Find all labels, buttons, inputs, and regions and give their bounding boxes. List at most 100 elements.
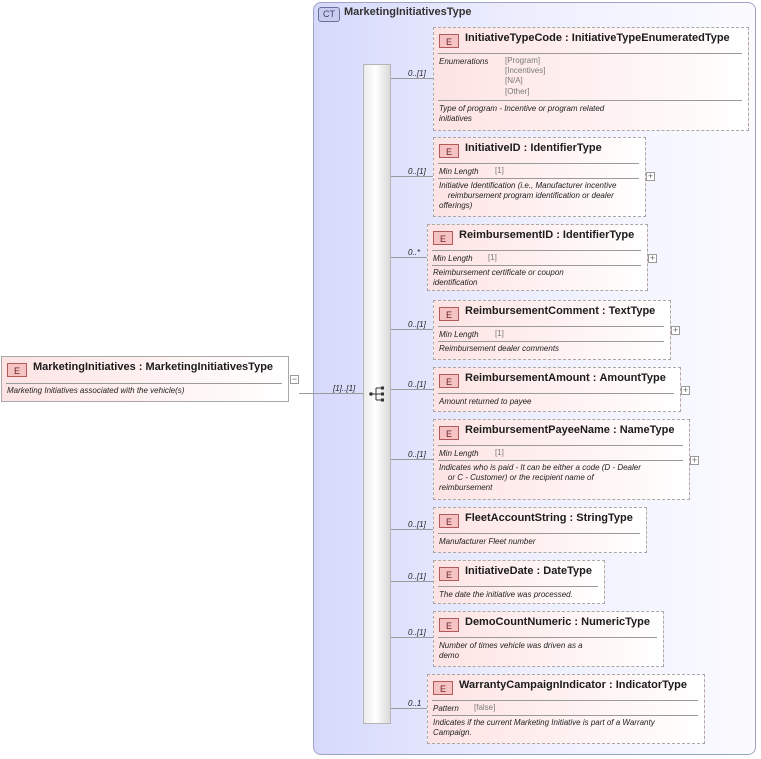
doc-line: Campaign.: [433, 728, 472, 737]
separator: [438, 533, 640, 534]
doc-line: offerings): [439, 201, 473, 210]
element-title: DemoCountNumeric : NumericType: [465, 616, 650, 628]
cardinality-label: 0..[1]: [408, 167, 426, 176]
doc-line: Indicates if the current Marketing Initi…: [433, 718, 655, 727]
enumeration-value: [Program]: [505, 56, 541, 65]
doc-line: reimbursement program identification or …: [439, 191, 614, 200]
element-box-warranty-campaign-indicator[interactable]: E WarrantyCampaignIndicator : IndicatorT…: [427, 674, 705, 744]
element-badge: E: [433, 681, 453, 695]
facet-value: [1]: [495, 448, 504, 457]
element-badge: E: [433, 231, 453, 245]
element-name: ReimbursementComment: [465, 305, 599, 317]
facet-label-min-length: Min Length: [439, 330, 479, 339]
connector-line: [391, 529, 433, 530]
cardinality-label: 0..[1]: [408, 520, 426, 529]
separator: [438, 393, 674, 394]
expand-icon[interactable]: +: [648, 253, 657, 263]
connector-line: [391, 389, 433, 390]
element-box-reimbursement-comment[interactable]: E ReimbursementComment : TextType Min Le…: [433, 300, 671, 360]
doc-line: Reimbursement certificate or coupon: [433, 268, 564, 277]
enumeration-value: [N/A]: [505, 76, 523, 85]
element-badge: E: [439, 618, 459, 632]
element-title: ReimbursementComment : TextType: [465, 305, 656, 317]
cardinality-label: 0..[1]: [408, 380, 426, 389]
collapse-toggle-icon[interactable]: −: [290, 374, 299, 384]
separator: [438, 586, 598, 587]
element-doc: Reimbursement dealer comments: [439, 344, 560, 353]
element-name: ReimbursementPayeeName: [465, 424, 610, 436]
element-type: NameType: [619, 424, 675, 436]
sequence-cardinality: [1]..[1]: [333, 384, 356, 393]
element-badge: E: [439, 34, 459, 48]
element-name: InitiativeID: [465, 142, 521, 154]
element-title: ReimbursementID : IdentifierType: [459, 229, 635, 241]
element-type: DateType: [543, 565, 592, 577]
cardinality-label: 0..[1]: [408, 69, 426, 78]
element-box-reimbursement-amount[interactable]: E ReimbursementAmount : AmountType Amoun…: [433, 367, 681, 412]
complex-type-badge: CT: [318, 7, 340, 22]
element-box-initiative-type-code[interactable]: E InitiativeTypeCode : InitiativeTypeEnu…: [433, 27, 749, 131]
root-element-doc: Marketing Initiatives associated with th…: [7, 386, 185, 395]
separator: [438, 341, 664, 342]
element-badge: E: [439, 374, 459, 388]
facet-label-pattern: Pattern: [433, 704, 459, 713]
cardinality-label: 0..*: [408, 248, 421, 257]
doc-line: Type of program - Incentive or program r…: [439, 104, 605, 113]
expand-icon[interactable]: +: [690, 455, 699, 465]
element-badge: E: [439, 514, 459, 528]
facet-label-min-length: Min Length: [439, 449, 479, 458]
cardinality-label: 0..1: [408, 699, 422, 708]
separator: [438, 637, 657, 638]
element-box-demo-count-numeric[interactable]: E DemoCountNumeric : NumericType Number …: [433, 611, 664, 667]
doc-line: identification: [433, 278, 478, 287]
element-box-reimbursement-id[interactable]: E ReimbursementID : IdentifierType Min L…: [427, 224, 648, 291]
element-box-initiative-id[interactable]: E InitiativeID : IdentifierType Min Leng…: [433, 137, 646, 217]
separator: [438, 178, 639, 179]
root-element-box[interactable]: E MarketingInitiatives : MarketingInitia…: [1, 356, 289, 402]
expand-icon[interactable]: +: [671, 325, 680, 335]
doc-line: initiatives: [439, 114, 472, 123]
element-title: WarrantyCampaignIndicator : IndicatorTyp…: [459, 679, 687, 691]
doc-line: Initiative Identification (i.e., Manufac…: [439, 181, 617, 190]
connector-line: [391, 78, 433, 79]
element-box-reimbursement-payee-name[interactable]: E ReimbursementPayeeName : NameType Min …: [433, 419, 690, 500]
element-box-initiative-date[interactable]: E InitiativeDate : DateType The date the…: [433, 560, 605, 604]
element-title: ReimbursementPayeeName : NameType: [465, 424, 675, 436]
cardinality-label: 0..[1]: [408, 628, 426, 637]
facet-value: [1]: [488, 253, 497, 262]
facet-value: [1]: [495, 329, 504, 338]
element-doc: Amount returned to payee: [439, 397, 532, 406]
element-badge: E: [439, 567, 459, 581]
connector-line: [391, 637, 433, 638]
separator: [438, 163, 639, 164]
separator: [432, 715, 698, 716]
element-title: InitiativeTypeCode : InitiativeTypeEnume…: [465, 32, 730, 44]
separator: [432, 250, 641, 251]
element-type: InitiativeTypeEnumeratedType: [571, 32, 730, 44]
separator: [432, 700, 698, 701]
element-box-fleet-account-string[interactable]: E FleetAccountString : StringType Manufa…: [433, 507, 647, 553]
enumeration-value: [Other]: [505, 87, 530, 96]
element-badge: E: [439, 426, 459, 440]
element-doc: The date the initiative was processed.: [439, 590, 573, 599]
doc-line: reimbursement: [439, 483, 493, 492]
element-badge: E: [439, 144, 459, 158]
expand-icon[interactable]: +: [681, 385, 690, 395]
element-title: InitiativeDate : DateType: [465, 565, 592, 577]
element-badge: E: [439, 307, 459, 321]
facet-label-enumerations: Enumerations: [439, 57, 489, 66]
element-name: ReimbursementAmount: [465, 372, 590, 384]
separator: [438, 53, 742, 54]
separator: [438, 100, 742, 101]
element-title: InitiativeID : IdentifierType: [465, 142, 602, 154]
element-doc: Type of program - Incentive or program r…: [439, 104, 604, 124]
element-name: FleetAccountString: [465, 512, 567, 524]
facet-label-min-length: Min Length: [439, 167, 479, 176]
expand-icon[interactable]: +: [646, 171, 655, 181]
connector-line: [391, 257, 427, 258]
element-doc: Number of times vehicle was driven as a …: [439, 641, 583, 661]
doc-line: demo: [439, 651, 460, 660]
element-type: NumericType: [581, 616, 650, 628]
connector-line: [391, 459, 433, 460]
complex-type-title: MarketingInitiativesType: [344, 6, 472, 18]
